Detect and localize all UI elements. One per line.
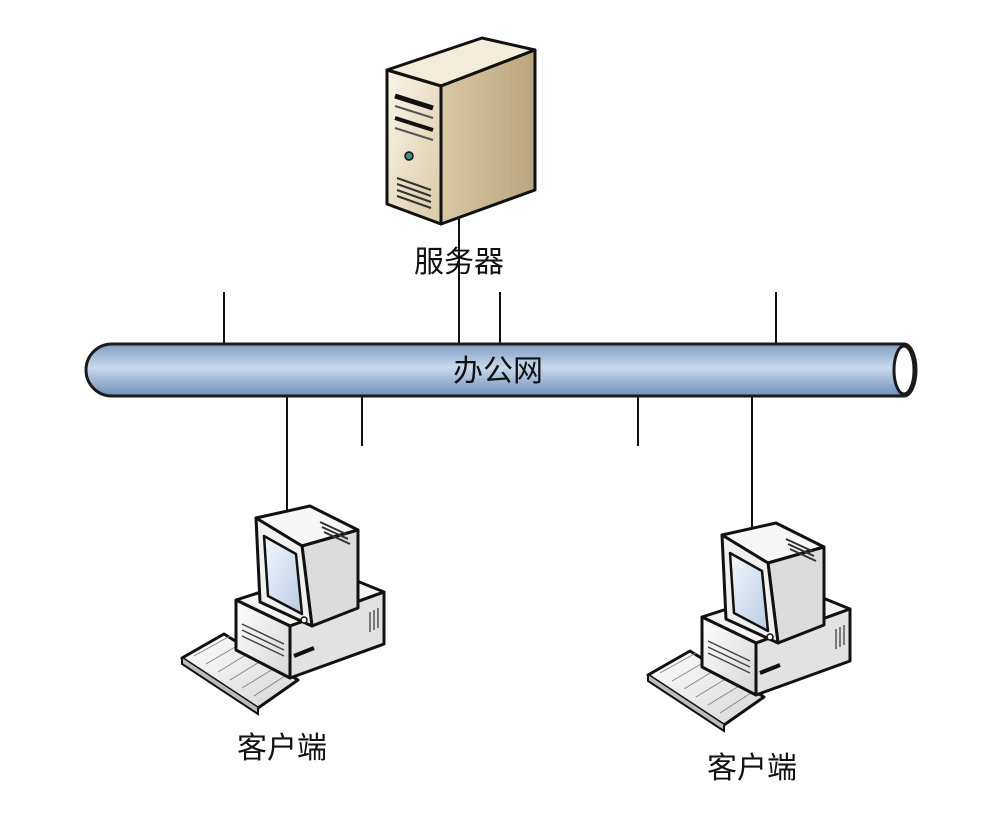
keyboard-icon (180, 632, 300, 716)
network-label: 办公网 (453, 354, 543, 389)
desktop-computer-icon (646, 521, 852, 733)
keyboard-icon (646, 649, 766, 733)
client-left-label: 客户端 (237, 731, 327, 766)
connectors (223, 210, 777, 535)
server-tower-icon (385, 36, 537, 226)
client-right-label: 客户端 (707, 751, 797, 786)
server-label: 服务器 (414, 245, 504, 280)
desktop-computer-icon (180, 504, 386, 716)
network-bus-icon (84, 342, 918, 398)
